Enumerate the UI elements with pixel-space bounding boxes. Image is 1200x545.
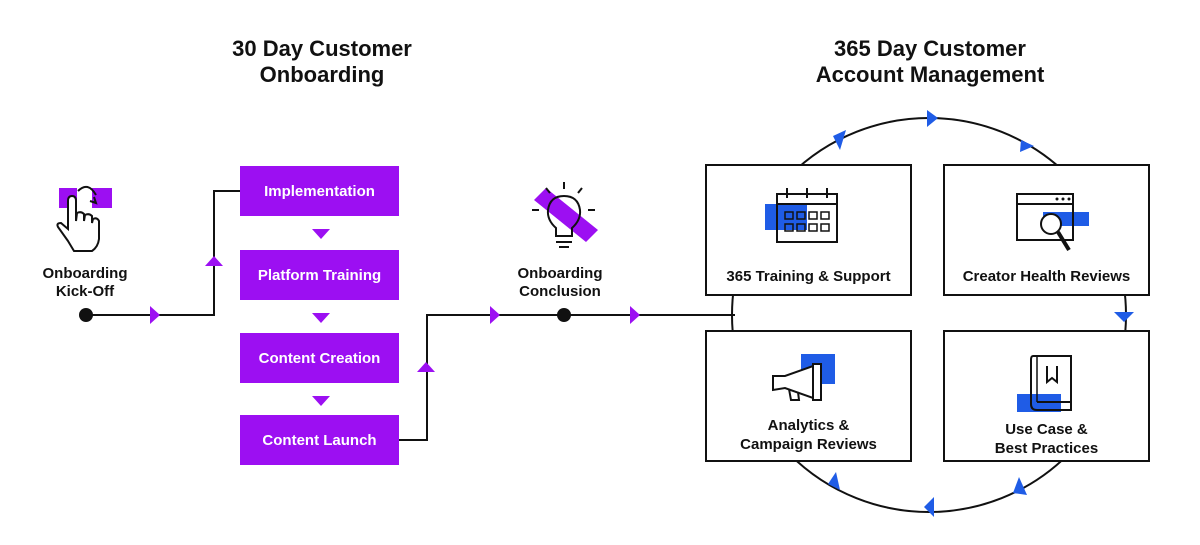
title-line: 365 Day Customer [834,36,1026,61]
lightbulb-icon [532,182,598,248]
account-management-title: 365 Day Customer Account Management [760,36,1100,88]
box-label: Creator Health Reviews [962,268,1131,285]
arrow-down [312,313,330,323]
cycle-arrow [1114,312,1134,322]
conclusion-label: Onboarding Conclusion [500,265,620,301]
label-line: Best Practices [994,440,1099,457]
label-line: Onboarding [517,265,603,282]
box-use-case: Use Case & Best Practices [943,330,1150,462]
kickoff-dot [79,308,93,322]
label-line: Conclusion [519,283,601,300]
label-line: Campaign Reviews [740,436,877,453]
book-icon [1017,355,1072,412]
title-line: 30 Day Customer [232,36,412,61]
arrow-right [150,306,160,324]
box-label: 365 Training & Support [726,268,891,285]
conclusion-dot [557,308,571,322]
label-line: Kick-Off [55,283,115,300]
arrow-down [312,229,330,239]
step-platform-training: Platform Training [240,250,399,300]
arrow-up [417,362,435,372]
box-label: Use Case & Best Practices [945,420,1148,458]
box-analytics-campaign: Analytics & Campaign Reviews [705,330,912,462]
title-line: Onboarding [259,62,385,87]
arrow-down [312,396,330,406]
step-content-launch: Content Launch [240,415,399,465]
cycle-arrow [833,130,846,150]
arrow-right [490,306,500,324]
cycle-arrow [1013,477,1027,495]
kickoff-label: Onboarding Kick-Off [25,265,145,301]
onboarding-title: 30 Day Customer Onboarding [172,36,472,88]
browser-search-icon [1016,193,1089,252]
box-creator-health: Creator Health Reviews [943,164,1150,296]
cycle-arrow [828,472,840,490]
hand-click-icon [56,185,112,252]
label-line: Onboarding [42,265,128,282]
cycle-arrow [1020,140,1034,152]
title-line: Account Management [815,62,1045,87]
box-label: Analytics & Campaign Reviews [707,416,910,454]
box-training-support: 365 Training & Support [705,164,912,296]
label-line: Analytics & [767,417,850,434]
arrow-up [205,256,223,266]
calendar-icon [765,188,838,243]
step-implementation: Implementation [240,166,399,216]
arrow-right [630,306,640,324]
launch-connector [399,314,735,441]
megaphone-icon [772,354,835,401]
label-line: Use Case & [1005,421,1088,438]
cycle-arrow [924,497,934,517]
cycle-arrow [927,110,938,127]
step-content-creation: Content Creation [240,333,399,383]
